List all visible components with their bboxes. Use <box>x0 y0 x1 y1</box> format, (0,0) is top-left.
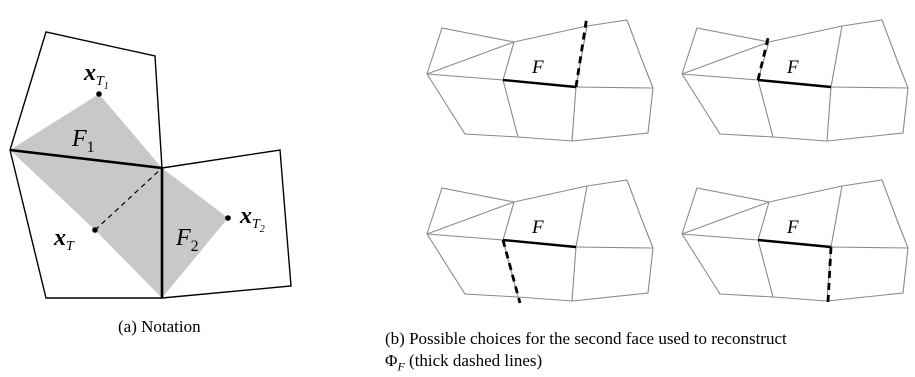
mesh-choice-4: F <box>681 179 909 303</box>
caption-notation: (a) Notation <box>118 317 201 336</box>
shaded-region-F1 <box>10 94 162 230</box>
mesh-choice-1: F <box>426 15 654 142</box>
label-F1: F1 <box>71 126 95 156</box>
mesh3-dashed-face <box>501 239 522 304</box>
mesh4-dashed-face <box>826 246 833 303</box>
label-xT: xT <box>53 225 75 254</box>
mesh1-face-F <box>502 78 577 89</box>
caption-phi-sub: F <box>397 359 405 374</box>
mesh-choice-2: F <box>681 19 909 142</box>
dashed-connector <box>94 167 163 231</box>
mesh-choice-3: F <box>426 179 654 304</box>
mesh2-label-F: F <box>786 57 799 78</box>
mesh3-face-F <box>502 238 577 249</box>
mesh4-label-F: F <box>786 217 799 238</box>
mesh2-face-F <box>757 78 832 89</box>
caption-choices-line2: ΦF (thick dashed lines) <box>385 350 910 377</box>
caption-choices-line1: (b) Possible choices for the second face… <box>385 329 787 348</box>
mesh2-dashed-face <box>756 33 771 81</box>
caption-choices: (b) Possible choices for the second face… <box>385 328 910 377</box>
label-xT1: xT1 <box>83 60 109 92</box>
mesh1-label-F: F <box>531 57 544 78</box>
label-xT2: xT2 <box>239 203 265 235</box>
mesh3-label-F: F <box>531 217 544 238</box>
face-F1-edge <box>9 148 163 170</box>
point-xT2 <box>225 215 231 221</box>
cell-top-outline <box>9 31 163 169</box>
caption-phi: Φ <box>385 351 398 370</box>
caption-rest: (thick dashed lines) <box>404 351 543 370</box>
point-xT1 <box>96 91 102 97</box>
cell-right-outline <box>161 149 292 299</box>
cell-left-outline <box>9 149 162 299</box>
panel-a-notation: xT1 F1 xT F2 xT2 <box>9 31 292 299</box>
point-xT <box>92 227 98 233</box>
mesh4-face-F <box>757 238 832 249</box>
label-F2: F2 <box>175 225 199 255</box>
